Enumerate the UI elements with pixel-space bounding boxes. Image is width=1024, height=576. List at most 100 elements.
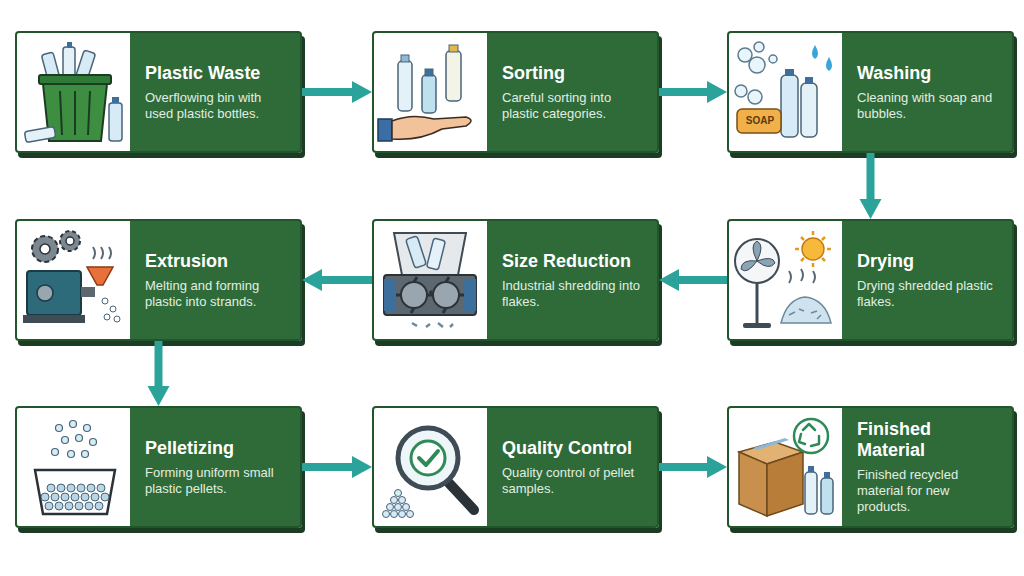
sun-rays-part (801, 258, 804, 261)
waste-bin-icon-part (43, 84, 107, 141)
pellet-pile-part (57, 484, 65, 492)
arrow-head (707, 81, 727, 103)
shredder-icon-part (427, 238, 446, 270)
pellet-samples-part (395, 490, 402, 497)
waste-bin-icon-part (74, 91, 76, 135)
falling-pellets-part (62, 437, 69, 444)
finished-box-icon-part (808, 466, 814, 472)
step-description: Cleaning with soap and bubbles. (857, 90, 1002, 122)
magnifier-icon-part (419, 451, 438, 465)
pellet-samples (383, 490, 414, 518)
shredder-icon-part (394, 233, 466, 275)
shredder-icon-part (384, 275, 476, 315)
finished-box-icon-part (805, 472, 817, 514)
washing-icon-part (754, 42, 764, 52)
sun-rays-part (795, 248, 799, 251)
drying-icon-part (789, 309, 821, 319)
pellet-basket-icon (35, 421, 115, 515)
pellet-pile-part (47, 484, 55, 492)
pellet-samples-part (387, 504, 394, 511)
sun-rays-part (801, 237, 804, 240)
finished-box-icon-part (739, 442, 803, 464)
process-box: PelletizingForming uniform small plastic… (15, 406, 302, 528)
waste-bin-icon-part (60, 91, 62, 135)
step-description: Finished recycled material for new produ… (857, 467, 1002, 515)
washing-icon-part (735, 85, 747, 97)
flow-arrow (860, 153, 882, 219)
arrow-shaft (302, 463, 353, 471)
pellet-pile-part (101, 493, 109, 501)
shredder-icon-part (384, 279, 396, 311)
pellet-pile-part (75, 502, 83, 510)
flow-arrow (302, 269, 372, 291)
step-title: Finished Material (857, 419, 1002, 461)
step-title: Sorting (502, 63, 647, 84)
waste-bin-icon-part (74, 50, 95, 84)
process-box: WashingCleaning with soap and bubbles. (727, 31, 1014, 153)
arrow-shaft (659, 88, 708, 96)
drying-icon-part (735, 239, 779, 283)
extruder-icon-part (93, 247, 111, 259)
extruder-icon-part (87, 267, 113, 285)
washing-icon-part (805, 77, 813, 84)
finished-box-icon-part (739, 452, 767, 516)
waste-bin-icon-part (41, 52, 60, 84)
washing-icon-part (737, 109, 781, 133)
sun-rays-part (827, 248, 831, 251)
pellet-pile-part (41, 493, 49, 501)
sorting-hand-icon (378, 45, 471, 141)
step-title: Quality Control (502, 438, 647, 459)
shredder-icon-part (401, 282, 427, 308)
arrow-head (302, 269, 322, 291)
waste-bin-icon-part (39, 75, 111, 84)
finished-box-icon-part (821, 478, 833, 514)
extruder-icon-part (102, 298, 108, 304)
washing-icon-part (769, 55, 777, 63)
step-description: Drying shredded plastic flakes. (857, 278, 1002, 310)
finished-box-icon-part (753, 438, 789, 450)
process-box: ExtrusionMelting and forming plastic int… (15, 219, 302, 341)
falling-pellets-part (82, 451, 89, 458)
pellet-samples-part (391, 497, 398, 504)
magnifier-icon-part (398, 428, 458, 488)
sorting-hand-icon-part (422, 75, 436, 113)
washing-icon-part (749, 57, 765, 73)
waste-bin-icon-part (24, 126, 55, 142)
extruder-icon-part (23, 315, 85, 323)
extruder-icon-part (40, 244, 50, 254)
washing-icon (735, 42, 832, 137)
finished-box-icon-part (799, 424, 819, 446)
extruder-icon-part (110, 306, 116, 312)
flow-arrow (659, 269, 727, 291)
pellet-pile-part (85, 502, 93, 510)
process-box: Finished MaterialFinished recycled mater… (727, 406, 1014, 528)
pellet-pile-part (87, 484, 95, 492)
sun-rays-part (812, 263, 815, 267)
pellet-pile-part (71, 493, 79, 501)
pellet-pile-part (67, 484, 75, 492)
magnifier-icon-part (448, 482, 474, 510)
step-description: Overflowing bin with used plastic bottle… (145, 90, 290, 122)
extruder-icon-part (32, 236, 58, 262)
step-title: Drying (857, 251, 1002, 272)
pellet-samples-part (395, 504, 402, 511)
process-box: Size ReductionIndustrial shredding into … (372, 219, 659, 341)
sun-rays-part (822, 258, 825, 261)
waste-bin-icon-part (112, 97, 119, 103)
pellet-pile-part (77, 484, 85, 492)
falling-pellets-part (56, 425, 63, 432)
washing-icon-part (801, 83, 817, 137)
sorting-hand-icon-part (398, 61, 412, 111)
drying-icon-part (743, 323, 771, 328)
arrow-shaft (867, 153, 875, 200)
step-title: Pelletizing (145, 438, 290, 459)
finished-box-icon-part (794, 419, 828, 453)
extruder-icon-part (66, 237, 74, 245)
extruder-icon-part (27, 271, 81, 315)
washing-icon-part (781, 75, 798, 137)
pellet-pile-part (97, 484, 105, 492)
step-description: Careful sorting into plastic categories. (502, 90, 647, 122)
sorting-hand-icon-part (449, 45, 458, 52)
